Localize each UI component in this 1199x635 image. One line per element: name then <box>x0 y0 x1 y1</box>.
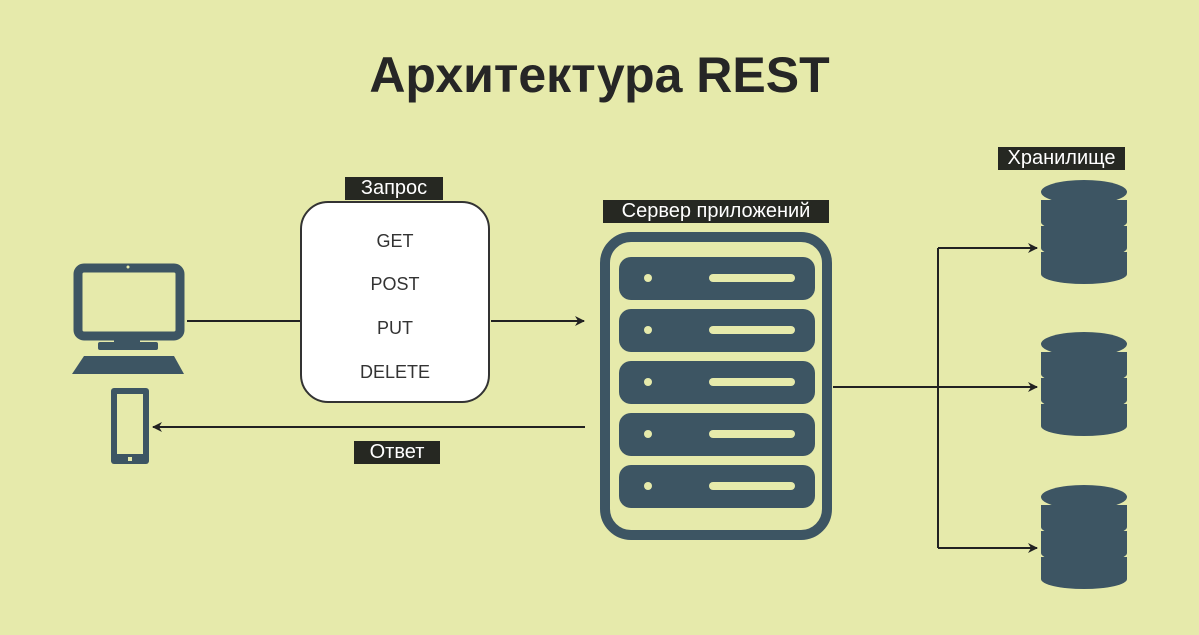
storage-label: Хранилище <box>998 147 1125 170</box>
method-post: POST <box>370 274 420 294</box>
server-label: Сервер приложений <box>603 200 829 223</box>
request-methods-box: GET POST PUT DELETE <box>300 201 490 403</box>
database-icon-2 <box>1041 332 1127 436</box>
method-delete: DELETE <box>359 362 431 382</box>
page-title: Архитектура REST <box>369 47 830 103</box>
server-icon <box>600 232 832 540</box>
response-label: Ответ <box>354 441 440 464</box>
method-put: PUT <box>377 318 413 338</box>
request-label: Запрос <box>345 177 443 200</box>
database-icon-1 <box>1041 180 1127 284</box>
method-get: GET <box>376 231 414 251</box>
desktop-computer-icon <box>72 263 185 374</box>
smartphone-icon <box>111 388 149 464</box>
database-icon-3 <box>1041 485 1127 589</box>
